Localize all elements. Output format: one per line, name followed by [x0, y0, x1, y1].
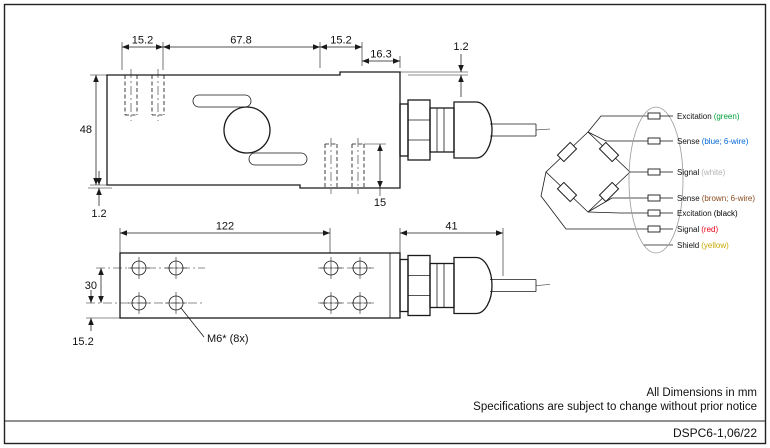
flexure-hole — [223, 106, 271, 154]
flexure-slot-upper — [192, 94, 252, 108]
side-view-drawing: 15.2 67.8 15.2 16.3 1.2 48 1.2 — [80, 35, 551, 221]
wire-label-signal-red: Signal(red) — [677, 225, 718, 234]
cable-gland-side — [399, 99, 551, 161]
tapped-holes-bottom — [324, 138, 365, 194]
dim-top-step: 1.2 — [453, 41, 468, 53]
cable-gland-plan — [399, 254, 551, 317]
document-code: DSPC6-1,06/22 — [673, 426, 757, 440]
dim-hole-rows: 30 — [85, 280, 97, 292]
dim-right-offset: 16.3 — [370, 49, 391, 61]
side-view-dimensions: 15.2 67.8 15.2 16.3 1.2 48 1.2 — [80, 35, 469, 221]
wire-terminals — [647, 112, 661, 233]
wire-label-sense-brown: Sense(brown; 6-wire) — [677, 194, 755, 203]
wheatstone-bridge — [545, 131, 631, 213]
wiring-diagram: Excitation(green) Sense(blue; 6-wire) Si… — [540, 106, 755, 254]
dim-gland-length: 41 — [445, 221, 457, 233]
loadcell-plan-outline — [119, 252, 401, 319]
dim-right-spacing: 15.2 — [330, 35, 351, 47]
wire-label-sense-blue: Sense(blue; 6-wire) — [677, 137, 749, 146]
notes-block: All Dimensions in mm Specifications are … — [473, 387, 757, 413]
dim-left-spacing: 15.2 — [132, 35, 153, 47]
wire-labels: Excitation(green) Sense(blue; 6-wire) Si… — [677, 112, 755, 250]
dim-center-length: 67.8 — [230, 35, 251, 47]
cable-cross-section — [628, 106, 684, 254]
flexure-slot-lower — [248, 152, 308, 166]
tapped-holes-top — [124, 69, 165, 121]
loadcell-side-outline — [106, 71, 401, 189]
dim-body-length: 122 — [216, 221, 234, 233]
note-specifications: Specifications are subject to change wit… — [473, 401, 757, 413]
wire-label-excitation-black: Excitation(black) — [677, 209, 738, 218]
mounting-holes — [128, 257, 371, 314]
dim-thread-depth: 15 — [374, 197, 386, 209]
dim-edge-offset: 15.2 — [72, 336, 93, 348]
plan-view-drawing: 122 41 30 15.2 M6* (8x) — [72, 221, 551, 348]
dim-height: 48 — [80, 124, 92, 136]
drawing-border — [3, 3, 767, 445]
wire-label-excitation-green: Excitation(green) — [677, 112, 740, 121]
strain-gauges — [556, 141, 620, 203]
wire-label-signal-white: Signal(white) — [677, 168, 726, 177]
note-dimensions: All Dimensions in mm — [646, 387, 757, 399]
wire-label-shield-yellow: Shield(yellow) — [677, 241, 729, 250]
thread-callout: M6* (8x) — [207, 333, 249, 345]
dim-bottom-step: 1.2 — [91, 208, 106, 220]
plan-view-dimensions: 122 41 30 15.2 M6* (8x) — [72, 221, 504, 348]
